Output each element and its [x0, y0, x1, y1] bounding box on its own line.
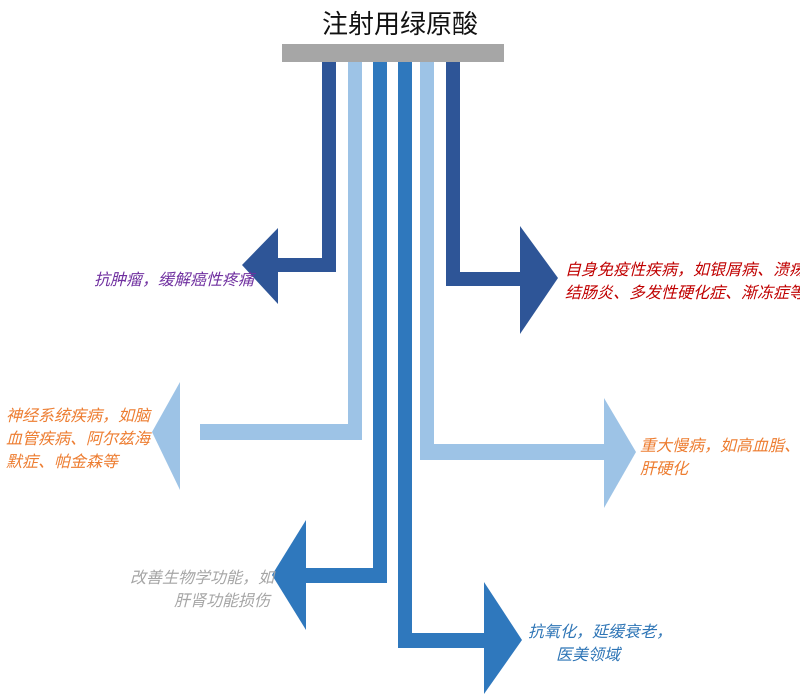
- arrow-neuro-head: [152, 382, 180, 490]
- arrow-chronic-head: [604, 398, 636, 508]
- label-biology-line-2: 肝肾功能损伤: [173, 591, 270, 610]
- arrow-tumor-stem: [322, 62, 336, 272]
- arrow-biology-head: [272, 520, 306, 630]
- label-antiox-line-2: 医美领域: [555, 645, 620, 664]
- arrow-chronic: [420, 62, 636, 508]
- arrow-chronic-stem: [420, 62, 434, 460]
- arrow-antiox-stem: [398, 62, 412, 648]
- arrow-autoimmune-head: [520, 226, 558, 334]
- arrow-autoimmune: [446, 62, 558, 334]
- label-biology-line-1: 改善生物学功能，如: [130, 568, 275, 587]
- arrow-biology-shaft: [302, 568, 387, 583]
- label-neuro-line-3: 默症、帕金森等: [6, 452, 119, 471]
- arrow-biology-stem: [373, 62, 387, 583]
- arrow-antiox-head: [484, 582, 522, 694]
- label-neuro-line-2: 血管疾病、阿尔兹海: [6, 429, 151, 448]
- arrow-neuro-shaft: [200, 424, 362, 440]
- label-chronic-line-1: 重大慢病，如高血脂、: [640, 436, 800, 455]
- arrow-chronic-shaft: [420, 444, 610, 460]
- label-antiox-line-1: 抗氧化，延缓衰老，: [528, 622, 673, 641]
- arrow-biology: [272, 62, 387, 630]
- arrow-autoimmune-shaft: [446, 272, 524, 286]
- label-autoimmune: 自身免疫性疾病，如银屑病、溃疡性 结肠炎、多发性硬化症、渐冻症等: [565, 258, 800, 304]
- source-bar: [282, 44, 504, 62]
- label-tumor-line-1: 抗肿瘤，缓解癌性疼痛: [93, 270, 254, 289]
- arrow-antiox: [398, 62, 522, 694]
- arrow-tumor: [242, 62, 336, 304]
- arrow-tumor-shaft: [262, 258, 336, 272]
- label-antiox: 抗氧化，延缓衰老， 医美领域: [528, 620, 673, 666]
- label-tumor: 抗肿瘤，缓解癌性疼痛: [68, 268, 254, 291]
- label-biology: 改善生物学功能，如 肝肾功能损伤: [130, 566, 275, 612]
- arrow-neuro: [152, 62, 362, 490]
- label-neuro: 神经系统疾病，如脑 血管疾病、阿尔兹海 默症、帕金森等: [6, 404, 150, 473]
- arrow-autoimmune-stem: [446, 62, 460, 286]
- arrow-antiox-shaft: [398, 633, 490, 648]
- arrow-tumor-head: [242, 228, 278, 304]
- diagram-title: 注射用绿原酸: [321, 10, 478, 40]
- label-chronic-line-2: 肝硬化: [640, 459, 689, 478]
- label-autoimmune-line-2: 结肠炎、多发性硬化症、渐冻症等: [565, 283, 800, 302]
- label-chronic: 重大慢病，如高血脂、 肝硬化: [640, 434, 800, 480]
- label-autoimmune-line-1: 自身免疫性疾病，如银屑病、溃疡性: [565, 260, 800, 279]
- label-neuro-line-1: 神经系统疾病，如脑: [6, 406, 151, 425]
- arrow-neuro-stem: [348, 62, 362, 440]
